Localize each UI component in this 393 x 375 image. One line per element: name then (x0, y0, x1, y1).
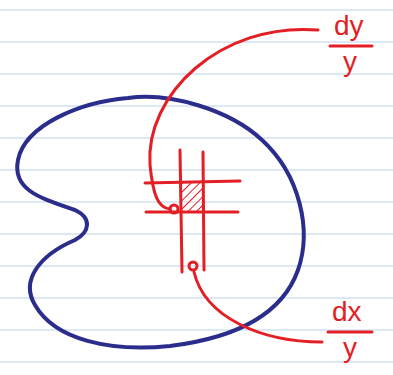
fraction-numerator: dy (334, 12, 364, 40)
ruled-lines (0, 10, 393, 362)
region-outline (17, 97, 303, 348)
leader-lines (150, 29, 322, 342)
fraction-denominator: y (343, 48, 357, 76)
fraction-denominator: y (343, 334, 357, 362)
grid-cell (145, 150, 240, 272)
fraction-bars (328, 46, 372, 332)
fraction-numerator: dx (332, 298, 362, 326)
